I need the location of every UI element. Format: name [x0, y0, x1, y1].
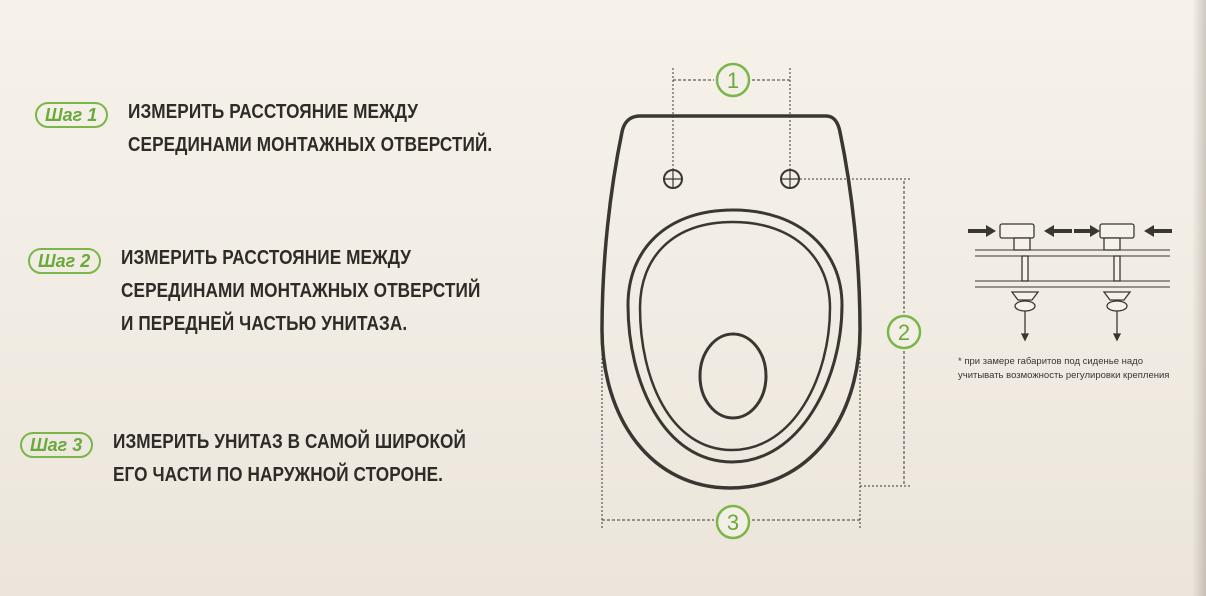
dimension-2-marker	[886, 314, 922, 350]
step-3-line-1: ИЗМЕРИТЬ УНИТАЗ В САМОЙ ШИРОКОЙ	[113, 431, 467, 453]
dimension-3-marker	[715, 504, 751, 540]
arrow-left-inward-icon	[968, 225, 996, 237]
step-2-line-3: И ПЕРЕДНЕЙ ЧАСТЬЮ УНИТАЗА.	[121, 313, 408, 335]
seat-inner-ring-inner	[638, 220, 832, 452]
bowl-drain	[698, 332, 768, 420]
adjustment-note: * при замере габаритов под сиденье надо …	[958, 355, 1169, 383]
step-3-line-2: ЕГО ЧАСТИ ПО НАРУЖНОЙ СТОРОНЕ.	[113, 464, 444, 486]
dimension-1	[672, 68, 791, 176]
step-1-line-2: СЕРЕДИНАМИ МОНТАЖНЫХ ОТВЕРСТИЙ.	[128, 134, 493, 156]
adjustment-note-line-1: * при замере габаритов под сиденье надо	[958, 356, 1143, 367]
step-3: Шаг 3 ИЗМЕРИТЬ УНИТАЗ В САМОЙ ШИРОКОЙ ЕГ…	[20, 431, 524, 492]
step-2-text: ИЗМЕРИТЬ РАССТОЯНИЕ МЕЖДУ СЕРЕДИНАМИ МОН…	[121, 242, 480, 341]
dimension-1-label: 1	[727, 68, 739, 93]
step-2-badge: Шаг 2	[28, 248, 102, 274]
hinge-adjustment-illustration	[968, 223, 1172, 342]
step-2-line-2: СЕРЕДИНАМИ МОНТАЖНЫХ ОТВЕРСТИЙ	[121, 280, 481, 302]
step-3-text: ИЗМЕРИТЬ УНИТАЗ В САМОЙ ШИРОКОЙ ЕГО ЧАСТ…	[113, 426, 466, 492]
dimension-2-label: 2	[898, 320, 910, 345]
dimension-3-label: 3	[727, 510, 739, 535]
seat-outline	[600, 114, 862, 490]
arrow-left-outward-icon	[1044, 225, 1072, 237]
step-3-badge: Шаг 3	[20, 432, 94, 458]
step-2: Шаг 2 ИЗМЕРИТЬ РАССТОЯНИЕ МЕЖДУ СЕРЕДИНА…	[28, 247, 539, 341]
dimension-3	[601, 330, 861, 528]
step-1-badge: Шаг 1	[35, 102, 109, 128]
step-1-line-1: ИЗМЕРИТЬ РАССТОЯНИЕ МЕЖДУ	[128, 101, 419, 123]
hinge-left	[999, 223, 1040, 342]
dimension-2	[800, 178, 912, 487]
step-1-text: ИЗМЕРИТЬ РАССТОЯНИЕ МЕЖДУ СЕРЕДИНАМИ МОН…	[128, 96, 492, 162]
arrow-right-outward-icon	[1144, 225, 1172, 237]
step-1: Шаг 1 ИЗМЕРИТЬ РАССТОЯНИЕ МЕЖДУ СЕРЕДИНА…	[35, 101, 552, 162]
hinge-right	[1099, 223, 1135, 342]
step-2-line-1: ИЗМЕРИТЬ РАССТОЯНИЕ МЕЖДУ	[121, 247, 412, 269]
seat-inner-ring-outer	[626, 208, 844, 464]
adjustment-note-line-2: учитывать возможность регулировки крепле…	[958, 370, 1170, 381]
arrow-right-inward-icon	[1074, 225, 1100, 237]
dimension-1-marker	[715, 62, 751, 98]
